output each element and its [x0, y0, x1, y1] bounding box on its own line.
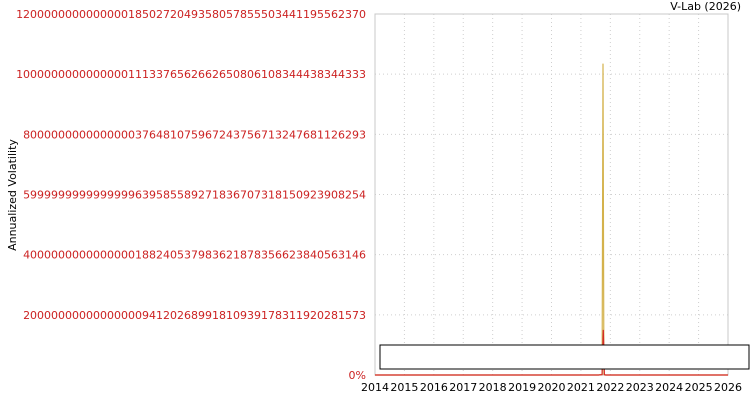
y-axis-label: Annualized Volatility: [6, 139, 19, 251]
x-tick-label: 2015: [390, 381, 418, 394]
x-tick-label: 2026: [714, 381, 742, 394]
x-tick-label: 2016: [420, 381, 448, 394]
y-axis-ticks: 0% 20000000000000000941202689918109391783…: [16, 8, 366, 382]
x-tick-label: 2020: [538, 381, 566, 394]
y-tick-label: 4000000000000000188240537983621878356623…: [23, 249, 366, 262]
x-tick-label: 2023: [626, 381, 654, 394]
chart-credit: V-Lab (2026): [670, 0, 741, 13]
y-tick-label: 0%: [349, 369, 366, 382]
x-tick-label: 2024: [655, 381, 683, 394]
x-tick-label: 2014: [361, 381, 389, 394]
y-tick-label: 2000000000000000094120268991810939178311…: [23, 309, 366, 322]
x-tick-label: 2022: [596, 381, 624, 394]
grid: [374, 13, 729, 376]
legend: [379, 344, 750, 370]
x-tick-label: 2017: [449, 381, 477, 394]
x-tick-label: 2019: [508, 381, 536, 394]
y-tick-label: 8000000000000000376481075967243756713247…: [23, 128, 366, 141]
y-tick-label: 5999999999999999639585589271836707318150…: [23, 189, 366, 202]
x-tick-label: 2018: [479, 381, 507, 394]
x-tick-label: 2021: [567, 381, 595, 394]
y-tick-label: 1000000000000000111337656266265080610834…: [16, 68, 366, 81]
x-tick-label: 2025: [685, 381, 713, 394]
y-tick-label: 1200000000000000185027204935805785550344…: [16, 8, 366, 21]
